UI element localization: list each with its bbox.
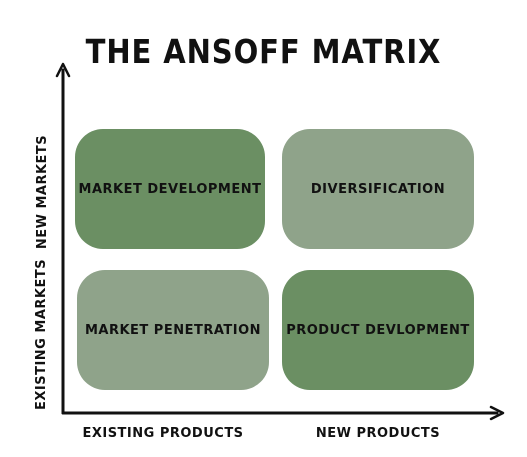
quadrant-diversification: Diversification	[282, 129, 474, 249]
quadrant-label: Product Devlopment	[286, 322, 470, 338]
quadrant-market-penetration: Market Penetration	[77, 270, 269, 390]
quadrant-label: Market Development	[78, 181, 262, 197]
quadrant-market-development: Market Development	[75, 129, 265, 249]
diagram-title: THE ANSOFF MATRIX	[85, 32, 442, 71]
y-axis-arrowhead	[55, 62, 71, 78]
y-axis-label-new-markets: New Markets	[35, 134, 50, 250]
x-axis-label-new-products: New Products	[315, 426, 441, 441]
x-axis-label-existing-products: Existing Products	[82, 426, 244, 441]
quadrant-product-development: Product Devlopment	[282, 270, 474, 390]
x-axis-arrowhead	[489, 405, 505, 421]
quadrant-label: Market Penetration	[84, 322, 262, 338]
quadrant-label: Diversification	[310, 181, 446, 197]
y-axis-label-existing-markets: Existing Markets	[34, 258, 49, 410]
